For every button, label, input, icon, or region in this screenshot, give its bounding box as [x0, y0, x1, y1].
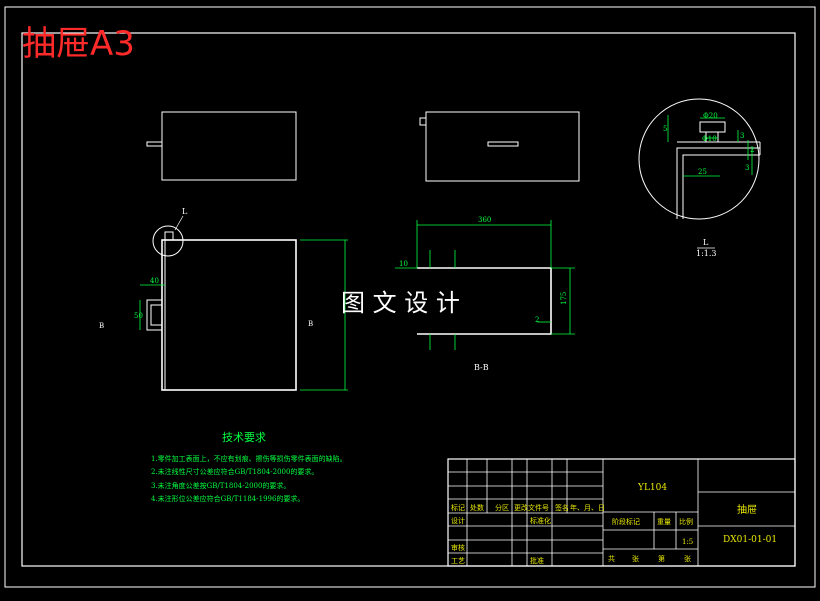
- detail-view-dimensions: [667, 115, 753, 177]
- detail-caption-label: L: [703, 238, 709, 247]
- detail-dim-5: 5: [663, 125, 667, 133]
- detail-dim-20: Φ20: [703, 112, 718, 120]
- sheet-border: [4, 6, 816, 588]
- view-front-right: [419, 111, 580, 182]
- tb-code-top: YL104: [637, 483, 667, 493]
- tb-label-total: 共: [608, 554, 615, 563]
- section-dim-10: 10: [399, 260, 408, 268]
- note-item: 3.未注角度公差按GB/T1804-2000的要求。: [151, 481, 290, 490]
- view-section-bb: [417, 267, 552, 335]
- leader-label-l: L: [182, 207, 188, 216]
- sheet-title: 抽屉A3: [22, 24, 135, 64]
- tb-label-sheets: 张: [632, 554, 639, 563]
- tb-scale-value: 1:5: [682, 538, 693, 546]
- tb-label-date: 年、月、日: [570, 503, 605, 512]
- note-item: 4.未注形位公差应符合GB/T1184-1996的要求。: [151, 494, 304, 503]
- leader-line: [174, 215, 184, 231]
- tb-drawing-no: DX01-01-01: [723, 535, 777, 545]
- section-marker-right: B: [308, 320, 313, 328]
- detail-dim-3b: 3: [745, 164, 749, 172]
- side-dim-50: 50: [134, 312, 143, 320]
- tb-label-sign: 签名: [555, 503, 569, 512]
- tb-label-process: 工艺: [451, 557, 465, 565]
- view-side-dimensions: [139, 239, 348, 391]
- detail-dim-25: 25: [698, 168, 707, 176]
- section-marker-left: B: [99, 322, 104, 330]
- tb-label-mark: 标记: [451, 503, 465, 512]
- detail-caption-scale: 1:1.3: [696, 249, 717, 258]
- note-item: 1.零件加工表面上，不应有划痕、擦伤等损伤零件表面的缺陷。: [151, 454, 347, 463]
- tb-label-zone: 分区: [495, 503, 509, 512]
- view-section-bb-dimensions: [395, 220, 575, 350]
- tb-part-name: 抽屉: [737, 503, 757, 516]
- detail-dim-2: 2: [750, 146, 754, 154]
- tb-label-approve: 批准: [530, 556, 544, 565]
- tb-label-weight: 重量: [657, 518, 671, 526]
- section-dim-360: 360: [478, 216, 491, 224]
- watermark: 图 文 设 计: [341, 289, 460, 317]
- title-block-grid: [447, 458, 796, 567]
- tb-label-count: 处数: [470, 503, 484, 512]
- tb-label-change-doc: 更改文件号: [514, 503, 549, 512]
- tb-label-stage-mark: 阶段标记: [612, 517, 640, 526]
- side-dim-40: 40: [150, 277, 159, 285]
- view-side: [146, 225, 297, 391]
- tb-label-scale: 比例: [679, 517, 693, 526]
- tb-label-review: 审核: [451, 543, 465, 552]
- tb-label-page: 第: [658, 554, 665, 563]
- section-dim-2: 2: [535, 316, 539, 324]
- detail-dim-10: Φ10: [702, 135, 717, 143]
- note-item: 2.未注线性尺寸公差应符合GB/T1804-2000的要求。: [151, 467, 318, 476]
- view-front-top: [146, 111, 297, 181]
- tb-label-sheet: 张: [684, 554, 691, 563]
- detail-view-l: [638, 98, 761, 220]
- section-dim-175: 175: [560, 292, 568, 305]
- tb-label-design: 设计: [451, 516, 465, 525]
- notes-title: 技术要求: [222, 431, 266, 444]
- tb-label-standardize: 标准化: [530, 516, 551, 525]
- title-block-labels: 标记 处数 分区 更改文件号 签名 年、月、日 设计 标准化 审核 工艺 批准 …: [451, 503, 693, 565]
- section-label: B-B: [474, 363, 489, 372]
- detail-dim-3: 3: [740, 132, 744, 140]
